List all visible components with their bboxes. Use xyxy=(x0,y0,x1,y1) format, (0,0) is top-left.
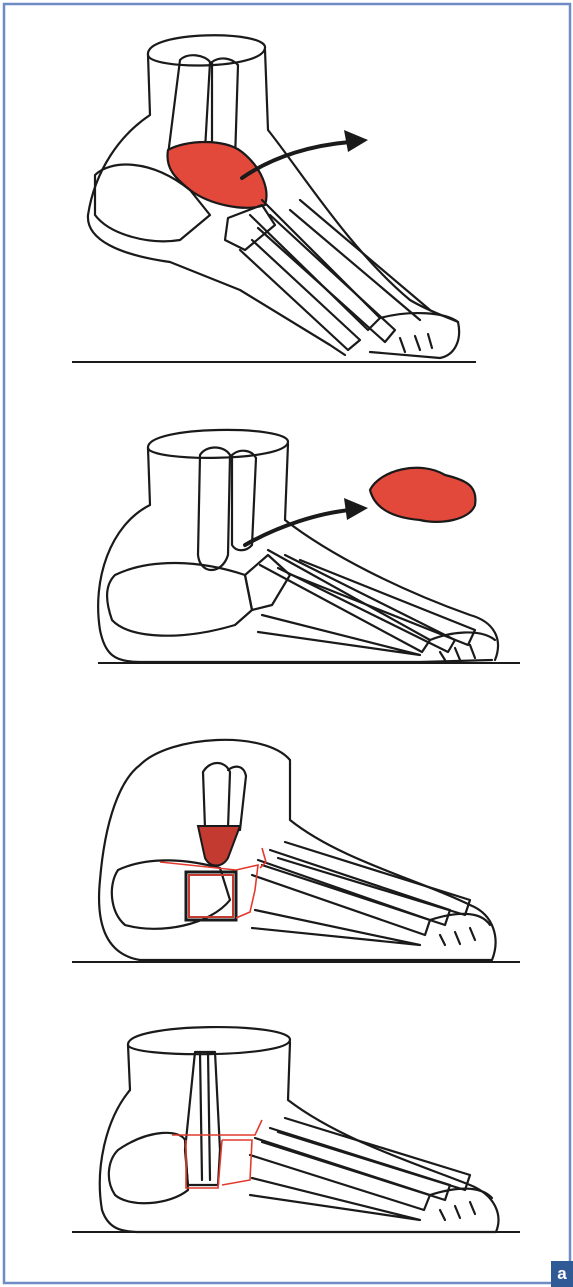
step-4-graft-outline xyxy=(172,1120,262,1188)
figure-border xyxy=(4,4,570,1283)
step-2-removal-arrow xyxy=(245,498,368,545)
step-2-foot-talus-removed xyxy=(98,430,498,662)
step3-tibial-wedge xyxy=(198,826,240,866)
step3-tibia xyxy=(203,763,230,828)
step1-talus-highlight xyxy=(167,142,266,208)
step-2-removed-talus xyxy=(370,468,475,522)
panel-label: a xyxy=(551,1261,573,1287)
step1-cuboid xyxy=(225,205,275,250)
step-3-foot-osteotomy xyxy=(99,740,495,960)
step3-foot-outline xyxy=(99,740,495,960)
step-1-foot-with-talus xyxy=(88,35,459,358)
step4-dorsum-outline xyxy=(288,1042,498,1232)
step-1-removal-arrow xyxy=(242,130,368,178)
step1-dorsum-outline xyxy=(265,50,458,322)
step4-calcaneus xyxy=(109,1133,188,1203)
step-3-graft-cuts xyxy=(160,826,266,920)
step2-fibula xyxy=(232,451,256,551)
step-4-foot-fused xyxy=(100,1027,499,1232)
step2-tibia xyxy=(198,448,230,571)
step2-calcaneus xyxy=(107,563,252,636)
step3-osteotomy-lines xyxy=(160,862,258,918)
